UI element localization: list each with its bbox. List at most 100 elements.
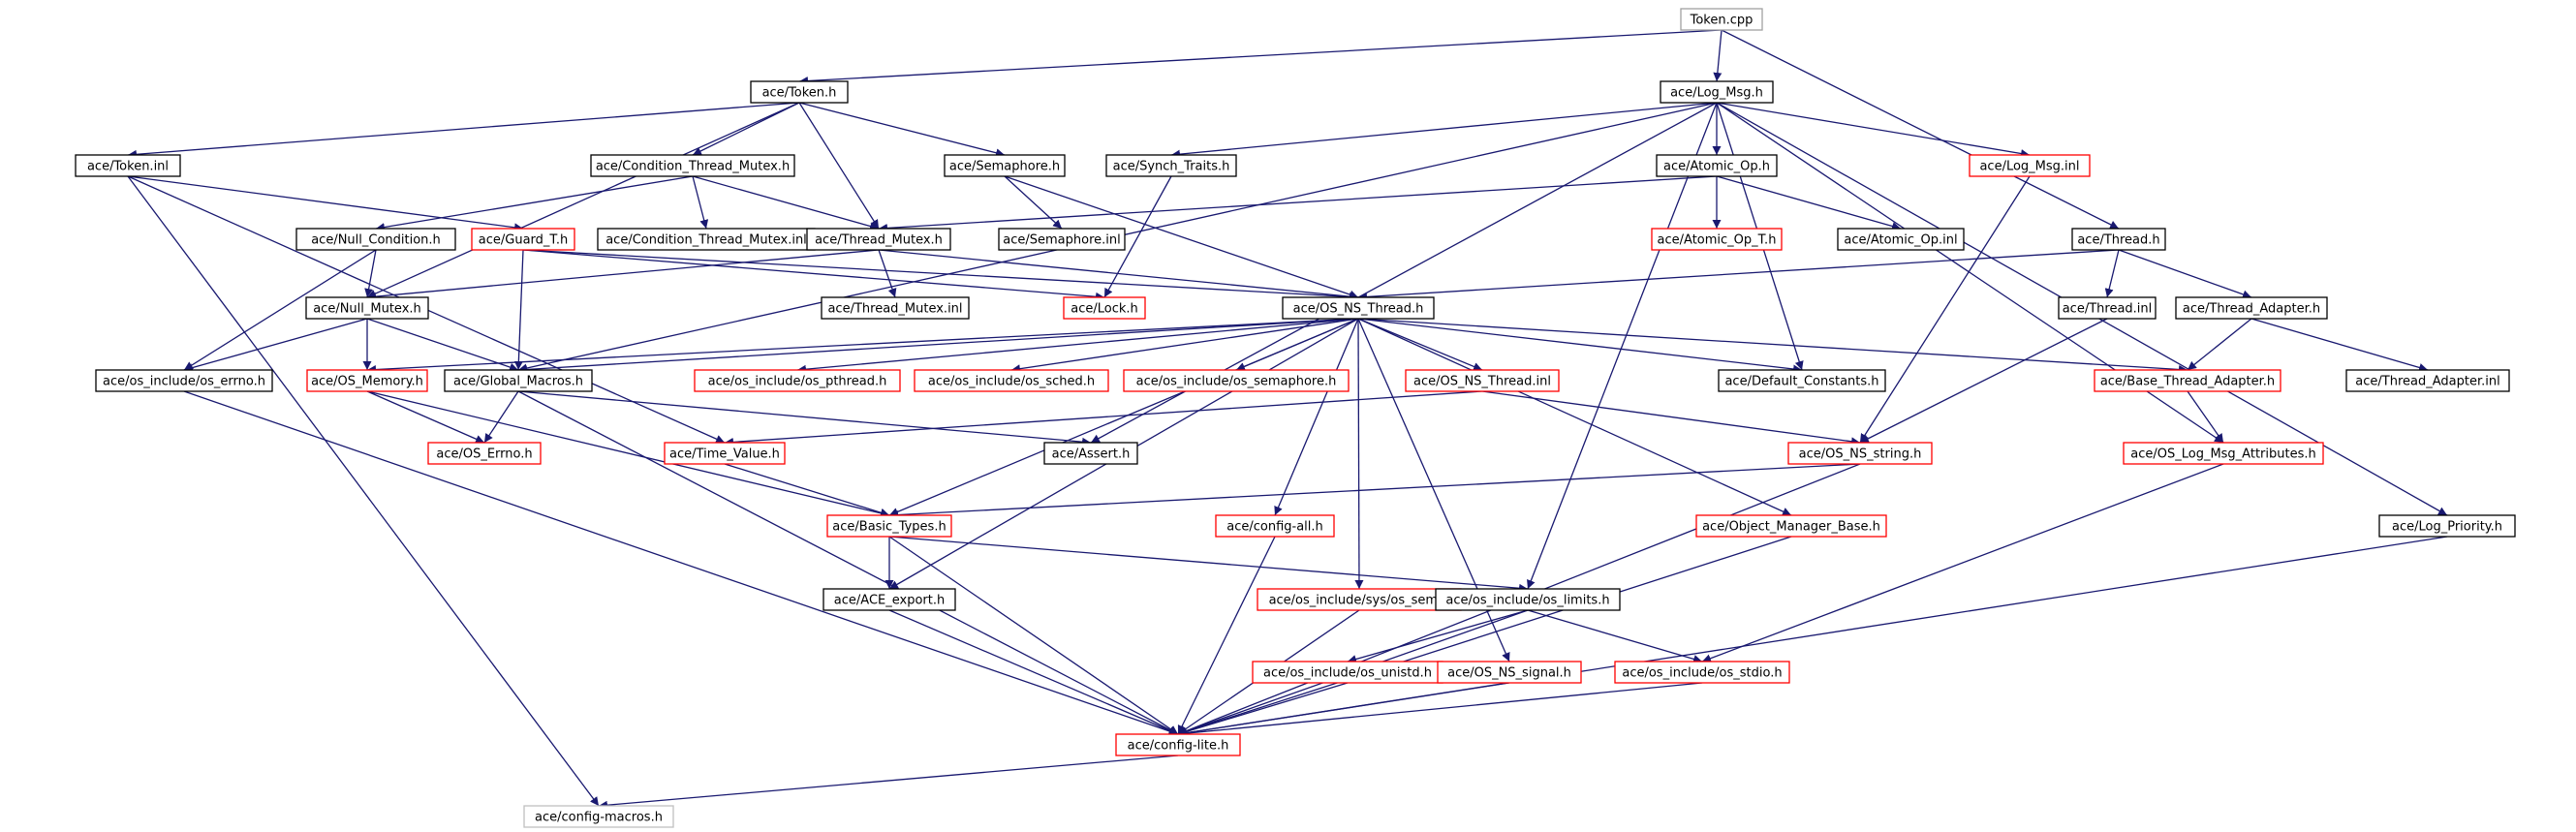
edge-os_ns_thread_inl-to-os_ns_string_h bbox=[1481, 390, 1861, 447]
node-os_ns_thread_inl[interactable]: ace/OS_NS_Thread.inl bbox=[1405, 369, 1560, 392]
edge-atomic_op_h-to-thread_mutex_h bbox=[878, 175, 1718, 232]
node-base_thread_adapter_h[interactable]: ace/Base_Thread_Adapter.h bbox=[2094, 369, 2281, 392]
edge-thread_mutex_h-to-thread_mutex_inl bbox=[878, 249, 897, 298]
node-box bbox=[1215, 514, 1335, 538]
node-label: ace/os_include/os_limits.h bbox=[1445, 594, 1609, 608]
node-os_pthread_h[interactable]: ace/os_include/os_pthread.h bbox=[694, 369, 901, 392]
node-semaphore_inl[interactable]: ace/Semaphore.inl bbox=[998, 228, 1126, 251]
edge-config_all_h-to-config_lite_h bbox=[1177, 536, 1276, 735]
node-lock_h[interactable]: ace/Lock.h bbox=[1063, 296, 1146, 320]
node-null_condition_h[interactable]: ace/Null_Condition.h bbox=[295, 228, 456, 251]
node-box bbox=[2094, 369, 2281, 392]
edge-os_limits_h-to-os_stdio_h bbox=[1527, 609, 1703, 663]
node-os_ns_signal_h[interactable]: ace/OS_NS_signal.h bbox=[1437, 661, 1582, 684]
node-label: ace/Thread_Mutex.h bbox=[815, 233, 943, 248]
node-os_unistd_h[interactable]: ace/os_include/os_unistd.h bbox=[1252, 661, 1443, 684]
node-log_msg_h[interactable]: ace/Log_Msg.h bbox=[1660, 80, 1774, 104]
node-object_manager_base_h[interactable]: ace/Object_Manager_Base.h bbox=[1695, 514, 1887, 538]
node-box bbox=[2175, 296, 2328, 320]
edge-null_mutex_h-to-os_errno_h bbox=[183, 318, 368, 372]
node-box bbox=[1435, 588, 1621, 611]
node-label: ace/Atomic_Op.inl bbox=[1844, 233, 1957, 248]
node-thread_mutex_inl[interactable]: ace/Thread_Mutex.inl bbox=[821, 296, 970, 320]
node-ace_export_h[interactable]: ace/ACE_export.h bbox=[822, 588, 956, 611]
node-label: Token.cpp bbox=[1690, 14, 1754, 28]
edge-thread_h-to-os_ns_thread_h bbox=[1357, 249, 2120, 301]
node-label: ace/Semaphore.inl bbox=[1003, 233, 1120, 248]
node-atomic_op_inl[interactable]: ace/Atomic_Op.inl bbox=[1837, 228, 1965, 251]
node-log_msg_inl[interactable]: ace/Log_Msg.inl bbox=[1969, 154, 2091, 177]
node-label: ace/OS_Log_Msg_Attributes.h bbox=[2130, 447, 2315, 462]
node-label: ace/Token.inl bbox=[87, 160, 169, 174]
node-config_lite_h[interactable]: ace/config-lite.h bbox=[1115, 733, 1241, 756]
node-config_all_h[interactable]: ace/config-all.h bbox=[1215, 514, 1335, 538]
node-cond_thread_mutex_inl[interactable]: ace/Condition_Thread_Mutex.inl bbox=[597, 228, 816, 251]
node-config_macros_h[interactable]: ace/config-macros.h bbox=[523, 805, 674, 828]
node-box bbox=[1680, 8, 1763, 31]
edge-guard_t_h-to-os_ns_thread_h bbox=[522, 249, 1359, 301]
edge-config_lite_h-to-config_macros_h bbox=[598, 755, 1179, 810]
node-atomic_op_t_h[interactable]: ace/Atomic_Op_T.h bbox=[1651, 228, 1783, 251]
node-basic_types_h[interactable]: ace/Basic_Types.h bbox=[826, 514, 952, 538]
edge-global_macros_h-to-config_lite_h bbox=[517, 390, 1179, 735]
node-os_errno_h[interactable]: ace/os_include/os_errno.h bbox=[95, 369, 273, 392]
edge-thread_h-to-thread_adapter_h bbox=[2118, 249, 2252, 299]
node-guard_t_h[interactable]: ace/Guard_T.h bbox=[471, 228, 575, 251]
node-os_log_msg_attr_h[interactable]: ace/OS_Log_Msg_Attributes.h bbox=[2123, 442, 2324, 465]
node-os_errno_ace_h[interactable]: ace/OS_Errno.h bbox=[427, 442, 542, 465]
node-thread_adapter_inl[interactable]: ace/Thread_Adapter.inl bbox=[2345, 369, 2510, 392]
node-label: ace/Null_Condition.h bbox=[311, 233, 441, 248]
node-label: ace/Null_Mutex.h bbox=[313, 302, 421, 317]
edge-atomic_op_h-to-atomic_op_inl bbox=[1716, 175, 1902, 231]
node-token_cpp[interactable]: Token.cpp bbox=[1680, 8, 1763, 31]
node-label: ace/Synch_Traits.h bbox=[1113, 160, 1230, 174]
node-os_limits_h[interactable]: ace/os_include/os_limits.h bbox=[1435, 588, 1621, 611]
node-global_macros_h[interactable]: ace/Global_Macros.h bbox=[444, 369, 593, 392]
node-time_value_h[interactable]: ace/Time_Value.h bbox=[664, 442, 786, 465]
node-null_mutex_h[interactable]: ace/Null_Mutex.h bbox=[305, 296, 429, 320]
node-thread_mutex_h[interactable]: ace/Thread_Mutex.h bbox=[806, 228, 951, 251]
node-os_stdio_h[interactable]: ace/os_include/os_stdio.h bbox=[1614, 661, 1790, 684]
edge-os_ns_thread_h-to-os_memory_h bbox=[366, 318, 1359, 375]
node-token_h[interactable]: ace/Token.h bbox=[750, 80, 849, 104]
node-synch_traits_h[interactable]: ace/Synch_Traits.h bbox=[1105, 154, 1237, 177]
node-os_semaphore_h[interactable]: ace/os_include/os_semaphore.h bbox=[1123, 369, 1350, 392]
node-os_sched_h[interactable]: ace/os_include/os_sched.h bbox=[914, 369, 1109, 392]
edge-token_inl-to-guard_t_h bbox=[127, 175, 524, 232]
edge-token_h-to-semaphore_h bbox=[798, 102, 1006, 158]
node-token_inl[interactable]: ace/Token.inl bbox=[75, 154, 181, 177]
node-box bbox=[944, 154, 1066, 177]
node-semaphore_h[interactable]: ace/Semaphore.h bbox=[944, 154, 1066, 177]
node-label: ace/Atomic_Op.h bbox=[1663, 160, 1770, 174]
node-atomic_op_h[interactable]: ace/Atomic_Op.h bbox=[1656, 154, 1778, 177]
node-box bbox=[694, 369, 901, 392]
edge-os_ns_thread_h-to-config_all_h bbox=[1274, 318, 1359, 516]
node-thread_h[interactable]: ace/Thread.h bbox=[2071, 228, 2166, 251]
edge-token_cpp-to-token_h bbox=[798, 29, 1723, 85]
edge-token_h-to-thread_mutex_h bbox=[798, 102, 880, 230]
node-box bbox=[2378, 514, 2516, 538]
node-box bbox=[2071, 228, 2166, 251]
node-os_ns_thread_h[interactable]: ace/OS_NS_Thread.h bbox=[1282, 296, 1435, 320]
edge-os_memory_h-to-basic_types_h bbox=[366, 390, 890, 518]
edge-os_ns_signal_h-to-config_lite_h bbox=[1177, 682, 1510, 738]
node-label: ace/OS_NS_signal.h bbox=[1447, 666, 1571, 681]
edge-thread_h-to-thread_inl bbox=[2104, 249, 2120, 298]
edge-os_log_msg_attr_h-to-os_stdio_h bbox=[1701, 463, 2224, 663]
edge-layer bbox=[127, 29, 2448, 810]
node-box bbox=[295, 228, 456, 251]
node-os_memory_h[interactable]: ace/OS_Memory.h bbox=[306, 369, 428, 392]
edge-token_cpp-to-log_msg_h bbox=[1713, 29, 1723, 82]
node-assert_h[interactable]: ace/Assert.h bbox=[1043, 442, 1138, 465]
edge-os_unistd_h-to-config_lite_h bbox=[1177, 682, 1349, 736]
node-cond_thread_mutex_h[interactable]: ace/Condition_Thread_Mutex.h bbox=[590, 154, 795, 177]
node-os_ns_string_h[interactable]: ace/OS_NS_string.h bbox=[1787, 442, 1933, 465]
node-label: ace/OS_NS_Thread.h bbox=[1293, 302, 1424, 317]
node-os_sys_sem_h[interactable]: ace/os_include/sys/os_sem.h bbox=[1257, 588, 1462, 611]
node-label: ace/Thread.h bbox=[2077, 233, 2159, 248]
node-default_constants_h[interactable]: ace/Default_Constants.h bbox=[1718, 369, 1886, 392]
node-thread_inl[interactable]: ace/Thread.inl bbox=[2058, 296, 2157, 320]
node-box bbox=[1651, 228, 1783, 251]
node-thread_adapter_h[interactable]: ace/Thread_Adapter.h bbox=[2175, 296, 2328, 320]
node-log_priority_h[interactable]: ace/Log_Priority.h bbox=[2378, 514, 2516, 538]
